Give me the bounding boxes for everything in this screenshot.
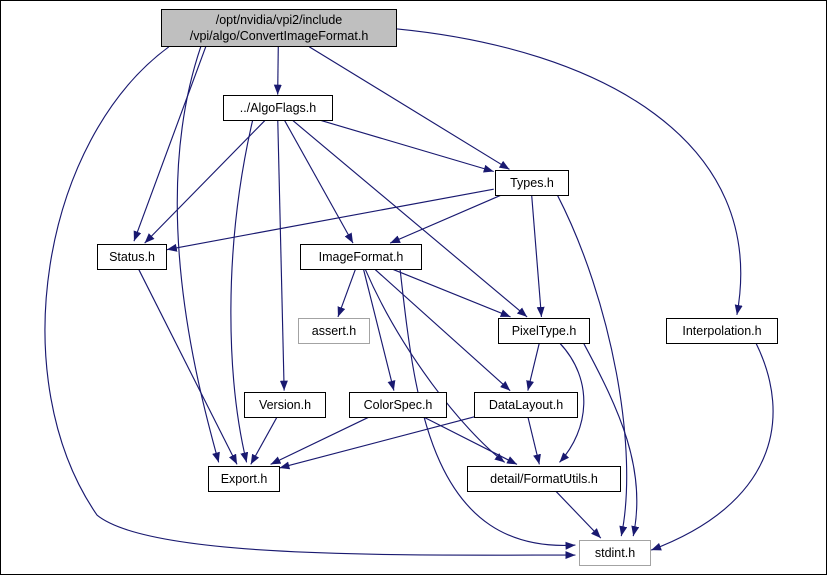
graph-node-version[interactable]: Version.h <box>244 392 326 418</box>
edge-algoflags-to-pixeltype <box>292 120 528 318</box>
edge-convertimageformat-to-status <box>133 46 207 242</box>
graph-node-export[interactable]: Export.h <box>208 466 280 492</box>
graph-node-pixeltype[interactable]: PixelType.h <box>498 318 590 344</box>
edge-convertimageformat-to-types <box>309 46 510 170</box>
edge-pixeltype-to-stdint <box>582 342 640 537</box>
edge-types-to-imageformat <box>389 194 501 244</box>
edge-version-to-export <box>250 416 278 465</box>
edge-algoflags-to-status <box>144 120 266 244</box>
edge-types-to-stdint <box>556 195 628 537</box>
edge-convertimageformat-to-export <box>176 46 220 463</box>
graph-node-types[interactable]: Types.h <box>495 170 569 196</box>
edge-datalayout-to-export <box>279 415 476 470</box>
edge-imageformat-to-colorspec <box>362 268 396 391</box>
graph-node-convertimageformat: /opt/nvidia/vpi2/include /vpi/algo/Conve… <box>161 9 397 47</box>
edge-interpolation-to-stdint <box>650 342 774 551</box>
edge-convertimageformat-to-stdint <box>44 46 576 560</box>
edge-imageformat-to-datalayout <box>374 268 511 392</box>
edge-colorspec-to-export <box>270 416 371 465</box>
graph-node-status[interactable]: Status.h <box>97 244 167 270</box>
edge-algoflags-to-imageformat <box>284 120 354 244</box>
graph-node-interpolation[interactable]: Interpolation.h <box>666 318 778 344</box>
graph-node-imageformat[interactable]: ImageFormat.h <box>300 244 422 270</box>
graph-node-datalayout[interactable]: DataLayout.h <box>474 392 578 418</box>
edge-datalayout-to-formatutils <box>527 416 541 465</box>
edge-convertimageformat-to-algoflags <box>273 46 282 95</box>
edge-imageformat-to-pixeltype <box>391 268 511 318</box>
edge-formatutils-to-stdint <box>554 489 602 539</box>
edge-imageformat-to-assert <box>337 268 357 318</box>
edge-convertimageformat-to-interpolation <box>397 28 743 316</box>
graph-node-stdint: stdint.h <box>579 540 651 566</box>
graph-node-algoflags[interactable]: ../AlgoFlags.h <box>223 95 333 121</box>
edge-types-to-pixeltype <box>531 195 545 317</box>
edge-pixeltype-to-datalayout <box>526 342 540 391</box>
edge-status-to-export <box>138 268 238 465</box>
edge-algoflags-to-types <box>321 120 494 173</box>
edge-algoflags-to-version <box>277 120 288 391</box>
edge-algoflags-to-export <box>230 120 254 463</box>
graph-node-formatutils[interactable]: detail/FormatUtils.h <box>467 466 621 492</box>
edge-pixeltype-to-formatutils <box>559 342 585 463</box>
edge-types-to-status <box>166 188 494 252</box>
graph-node-colorspec[interactable]: ColorSpec.h <box>349 392 447 418</box>
graph-node-assert: assert.h <box>298 318 370 344</box>
edge-imageformat-to-stdint <box>399 268 576 550</box>
edge-imageformat-to-formatutils <box>364 268 506 463</box>
edge-colorspec-to-formatutils <box>422 416 518 465</box>
